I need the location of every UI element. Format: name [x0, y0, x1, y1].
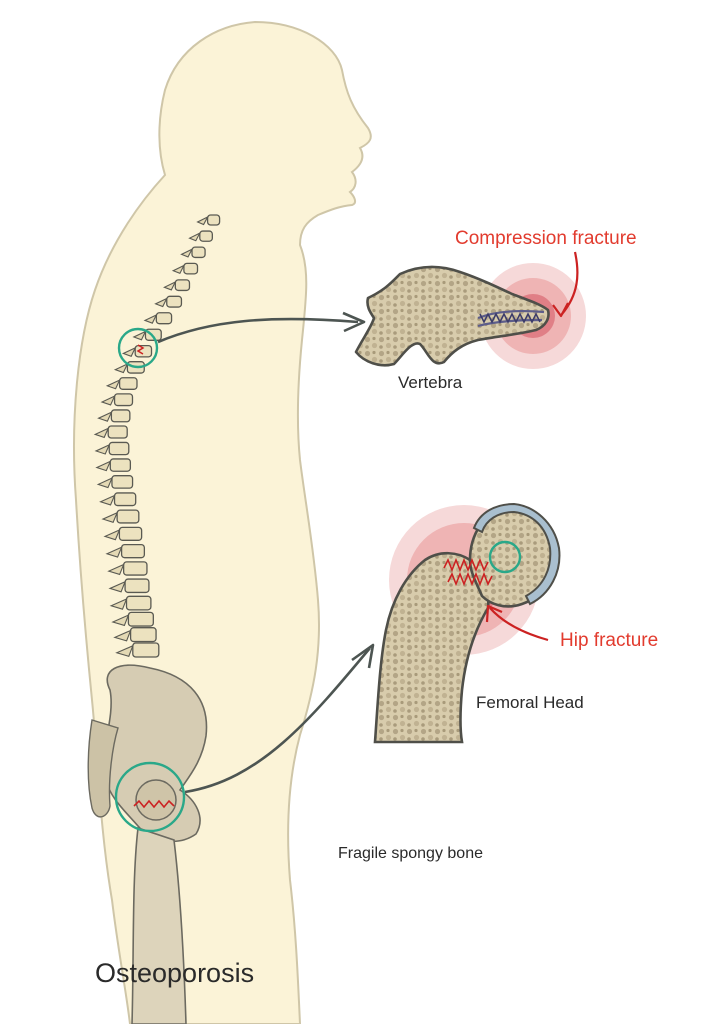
vertebra-body — [125, 595, 152, 611]
spinous-process — [105, 546, 123, 558]
hip-arrow-head-icon — [351, 643, 375, 669]
spinous-process — [108, 580, 127, 593]
spinous-process — [196, 215, 209, 226]
vertebra-body — [120, 543, 146, 559]
spinous-process — [109, 597, 128, 610]
spinous-process — [100, 395, 116, 406]
spinous-process — [103, 528, 121, 541]
spinous-process — [107, 563, 125, 576]
vertebra-body — [124, 578, 150, 594]
vertebra-body — [110, 409, 131, 423]
spinous-process — [163, 280, 177, 291]
vertebra-body — [191, 246, 206, 259]
spinous-process — [105, 378, 121, 390]
spinous-process — [94, 443, 111, 455]
vertebra-body — [107, 425, 128, 439]
vertebra-label: Vertebra — [398, 373, 463, 392]
vertebra-zoom-arrow — [157, 317, 359, 344]
vertebra-icon — [354, 251, 586, 369]
spinous-process — [115, 644, 134, 657]
spinous-process — [121, 346, 137, 357]
spinous-process — [101, 511, 119, 523]
vertebra-body — [129, 627, 157, 643]
spinous-process — [180, 247, 194, 258]
vertebra-body — [111, 475, 134, 489]
spinous-process — [96, 477, 114, 489]
vertebra-body — [134, 344, 153, 358]
diagram-title: Osteoporosis — [95, 958, 255, 988]
vertebra-body — [199, 230, 213, 242]
vertebra-body — [127, 611, 154, 627]
spinous-process — [97, 411, 113, 422]
pelvis-illustration — [87, 664, 208, 1025]
spinous-process — [111, 614, 130, 627]
spinous-process — [154, 297, 168, 308]
hip-fracture-label: Hip fracture — [560, 630, 659, 651]
vertebra-body — [174, 279, 191, 292]
vertebra-body — [113, 492, 137, 507]
spinous-process — [99, 494, 116, 506]
vertebra-body — [116, 509, 140, 524]
vertebra-body — [183, 262, 199, 275]
vertebra-arrow-head-icon — [342, 311, 366, 333]
vertebra-body — [132, 642, 160, 658]
spinous-process — [93, 427, 110, 439]
hip-zoom-arrow — [184, 647, 371, 794]
vertebra-body — [155, 312, 173, 325]
spinous-process — [171, 264, 186, 275]
fragile-bone-label: Fragile spongy bone — [338, 845, 483, 862]
compression-fracture-label: Compression fracture — [455, 228, 637, 249]
vertebra-body — [118, 526, 143, 541]
vertebra-body — [122, 561, 148, 576]
vertebra-body — [109, 458, 132, 472]
femoral-head-icon — [373, 502, 561, 744]
spinous-process — [95, 460, 112, 472]
vertebra-highlight-ring — [117, 327, 159, 369]
vertebra-body — [206, 214, 221, 226]
vertebra-fracture-mark — [136, 344, 145, 355]
spinous-process — [188, 231, 202, 242]
spinous-process — [113, 362, 129, 374]
spine-illustration — [93, 214, 221, 658]
spinous-process — [113, 629, 132, 642]
femoral-head-label: Femoral Head — [476, 693, 584, 712]
vertebra-body — [108, 441, 130, 456]
vertebra-body — [118, 377, 138, 390]
spinous-process — [143, 313, 158, 324]
spinous-process — [132, 330, 147, 341]
vertebra-body — [113, 393, 134, 407]
vertebra-body — [166, 295, 183, 308]
hip-pointer-arrow — [489, 607, 549, 642]
hip-highlight-ring — [114, 761, 186, 833]
